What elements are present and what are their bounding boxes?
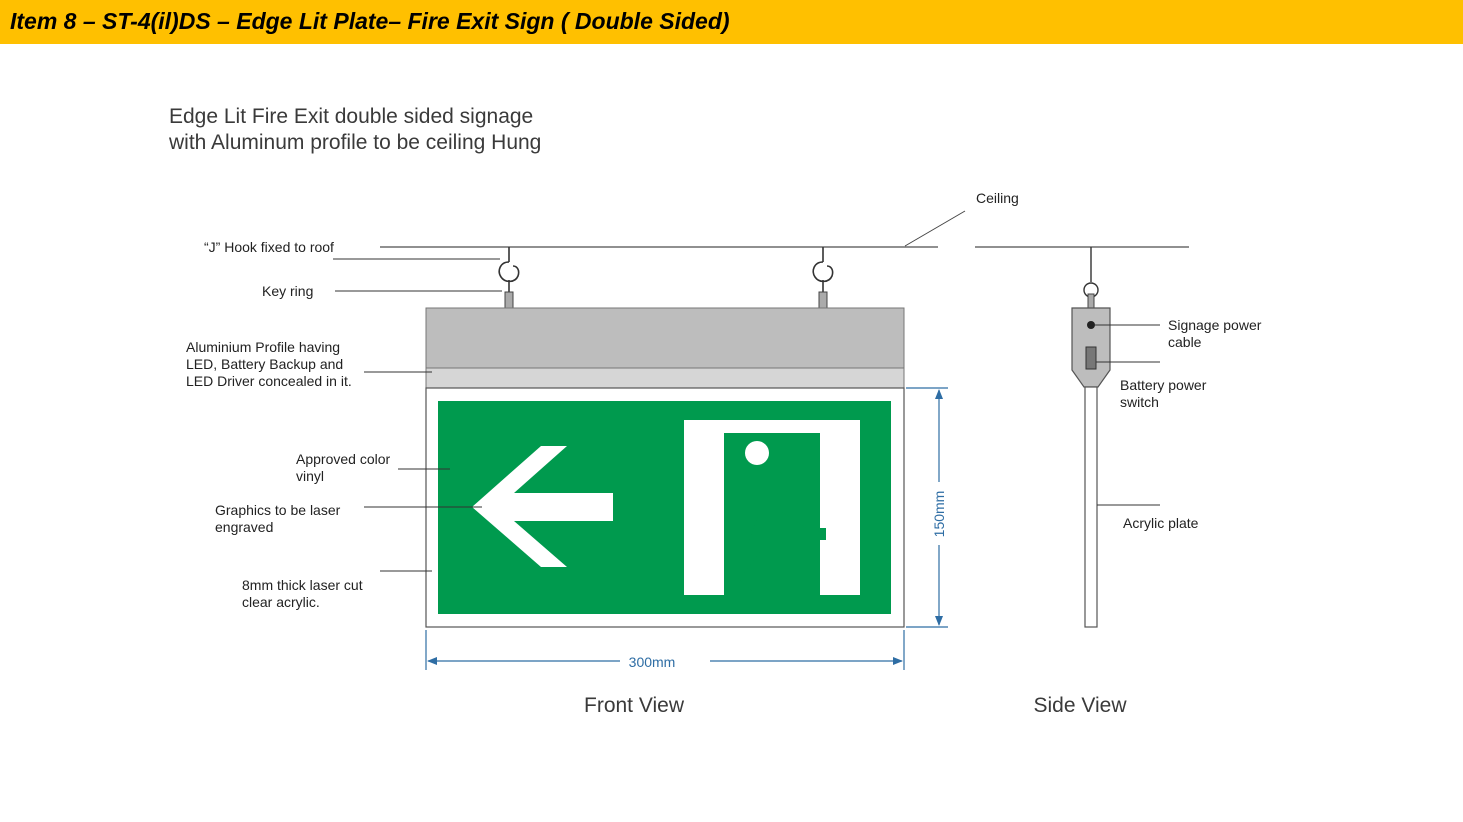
acrylic-label-line-2: clear acrylic. [242, 594, 320, 610]
battery-switch-icon [1085, 346, 1097, 370]
switch-label-line-1: Battery power [1120, 377, 1207, 393]
side-view-caption: Side View [1033, 694, 1127, 717]
front-view-caption: Front View [584, 694, 685, 717]
power-cable-entry-icon [1087, 321, 1095, 329]
header-title: Item 8 – ST-4(il)DS – Edge Lit Plate– Fi… [10, 8, 730, 34]
aluminium-label-line-3: LED Driver concealed in it. [186, 373, 352, 389]
description-line-2: with Aluminum profile to be ceiling Hung [169, 131, 542, 154]
power-cable-label-line-1: Signage power [1168, 317, 1262, 333]
description-line-1: Edge Lit Fire Exit double sided signage [169, 105, 534, 128]
width-dimension [425, 630, 905, 670]
graphics-label-line-1: Graphics to be laser [215, 502, 341, 518]
key-ring-label: Key ring [262, 283, 313, 299]
vinyl-label-line-2: vinyl [296, 468, 324, 484]
ceiling-label: Ceiling [976, 190, 1019, 206]
j-hook-left-icon [498, 247, 520, 309]
side-view-hanger [1083, 247, 1099, 309]
side-view-acrylic [1084, 386, 1098, 628]
height-dimension [906, 387, 948, 628]
power-cable-label-line-2: cable [1168, 334, 1202, 350]
j-hook-label: “J” Hook fixed to roof [204, 239, 334, 255]
aluminium-profile [425, 307, 905, 369]
left-arrow-icon [472, 446, 613, 567]
aluminium-profile-lip [425, 367, 905, 389]
vinyl-label-line-1: Approved color [296, 451, 391, 467]
acrylic-label-line-1: 8mm thick laser cut [242, 577, 363, 593]
header-bar: Item 8 – ST-4(il)DS – Edge Lit Plate– Fi… [0, 0, 1463, 44]
width-dimension-label: 300mm [629, 654, 676, 670]
aluminium-label-line-1: Aluminium Profile having [186, 339, 340, 355]
j-hook-right-icon [812, 247, 834, 309]
acrylic-plate-label: Acrylic plate [1123, 515, 1199, 531]
running-man-icon [684, 420, 860, 595]
ceiling-leader [904, 210, 966, 247]
height-dimension-label: 150mm [931, 491, 947, 538]
switch-label-line-2: switch [1120, 394, 1159, 410]
graphics-label-line-2: engraved [215, 519, 273, 535]
diagram-description: Edge Lit Fire Exit double sided signage … [169, 104, 541, 156]
aluminium-label-line-2: LED, Battery Backup and [186, 356, 343, 372]
